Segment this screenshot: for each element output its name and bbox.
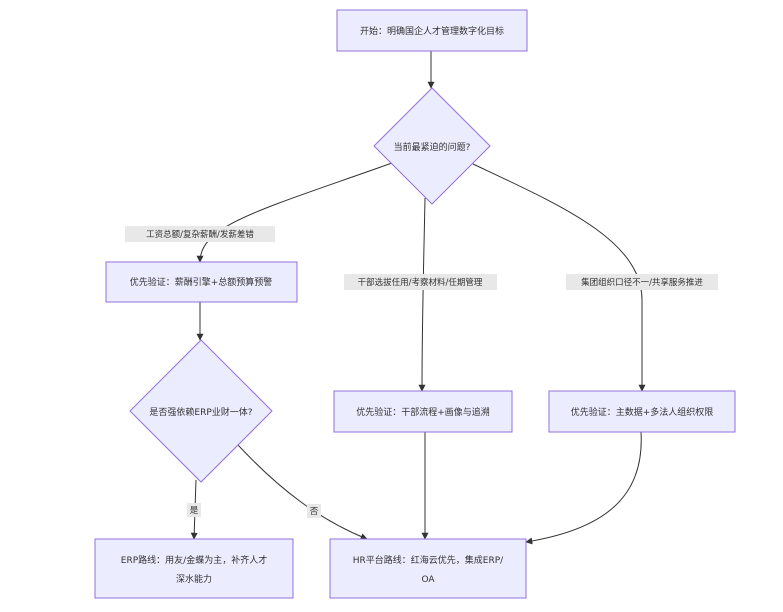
edge-decision2-to-hr (237, 444, 368, 540)
erp-route-node-text-line1: ERP路线：用友/金蝶为主，补齐人才 (121, 554, 267, 566)
verify-salary-node-text: 优先验证：薪酬引擎+总额预算预警 (130, 276, 273, 288)
verify-cadre-node-text: 优先验证：干部流程+画像与追溯 (356, 406, 490, 418)
decision2-node-text: 是否强依赖ERP业财一体? (149, 406, 252, 418)
edge-label-no: 否 (307, 504, 321, 518)
edge-label-group-issue-text: 集团组织口径不一/共享服务推进 (581, 277, 703, 288)
decision2-node: 是否强依赖ERP业财一体? (129, 339, 273, 483)
verify-salary-node: 优先验证：薪酬引擎+总额预算预警 (105, 261, 298, 303)
edge-label-cadre-issue-text: 干部选拔任用/考察材料/任期管理 (358, 277, 483, 288)
edge-label-yes: 是 (187, 503, 201, 517)
edge-decision1-to-salary (196, 162, 393, 263)
edge-label-salary-issue: 工资总额/复杂薪酬/发薪差错 (125, 226, 275, 242)
edge-label-no-text: 否 (310, 507, 319, 517)
verify-cadre-node: 优先验证：干部流程+画像与追溯 (333, 390, 513, 433)
edge-label-salary-issue-text: 工资总额/复杂薪酬/发薪差错 (146, 229, 254, 240)
edge-group-to-hr (525, 431, 642, 545)
edge-label-yes-text: 是 (190, 506, 199, 516)
verify-group-node: 优先验证：主数据+多法人组织权限 (548, 390, 736, 433)
hr-route-node: HR平台路线：红海云优先，集成ERP/ OA (329, 538, 527, 599)
decision1-node-text: 当前最紧迫的问题? (394, 141, 471, 153)
erp-route-node: ERP路线：用友/金蝶为主，补齐人才 深水能力 (94, 538, 294, 599)
erp-route-node-text-line2: 深水能力 (176, 573, 212, 585)
edge-label-cadre-issue: 干部选拔任用/考察材料/任期管理 (344, 274, 497, 290)
edge-decision1-to-cadre (418, 197, 426, 392)
start-node-text: 开始：明确国企人才管理数字化目标 (360, 25, 504, 37)
decision1-node: 当前最紧迫的问题? (373, 87, 491, 205)
verify-group-node-text: 优先验证：主数据+多法人组织权限 (571, 406, 714, 418)
start-node: 开始：明确国企人才管理数字化目标 (336, 9, 528, 52)
hr-route-node-text-line2: OA (421, 575, 435, 585)
edge-label-group-issue: 集团组织口径不一/共享服务推进 (566, 274, 718, 290)
hr-route-node-text-line1: HR平台路线：红海云优先，集成ERP/ (353, 554, 504, 566)
